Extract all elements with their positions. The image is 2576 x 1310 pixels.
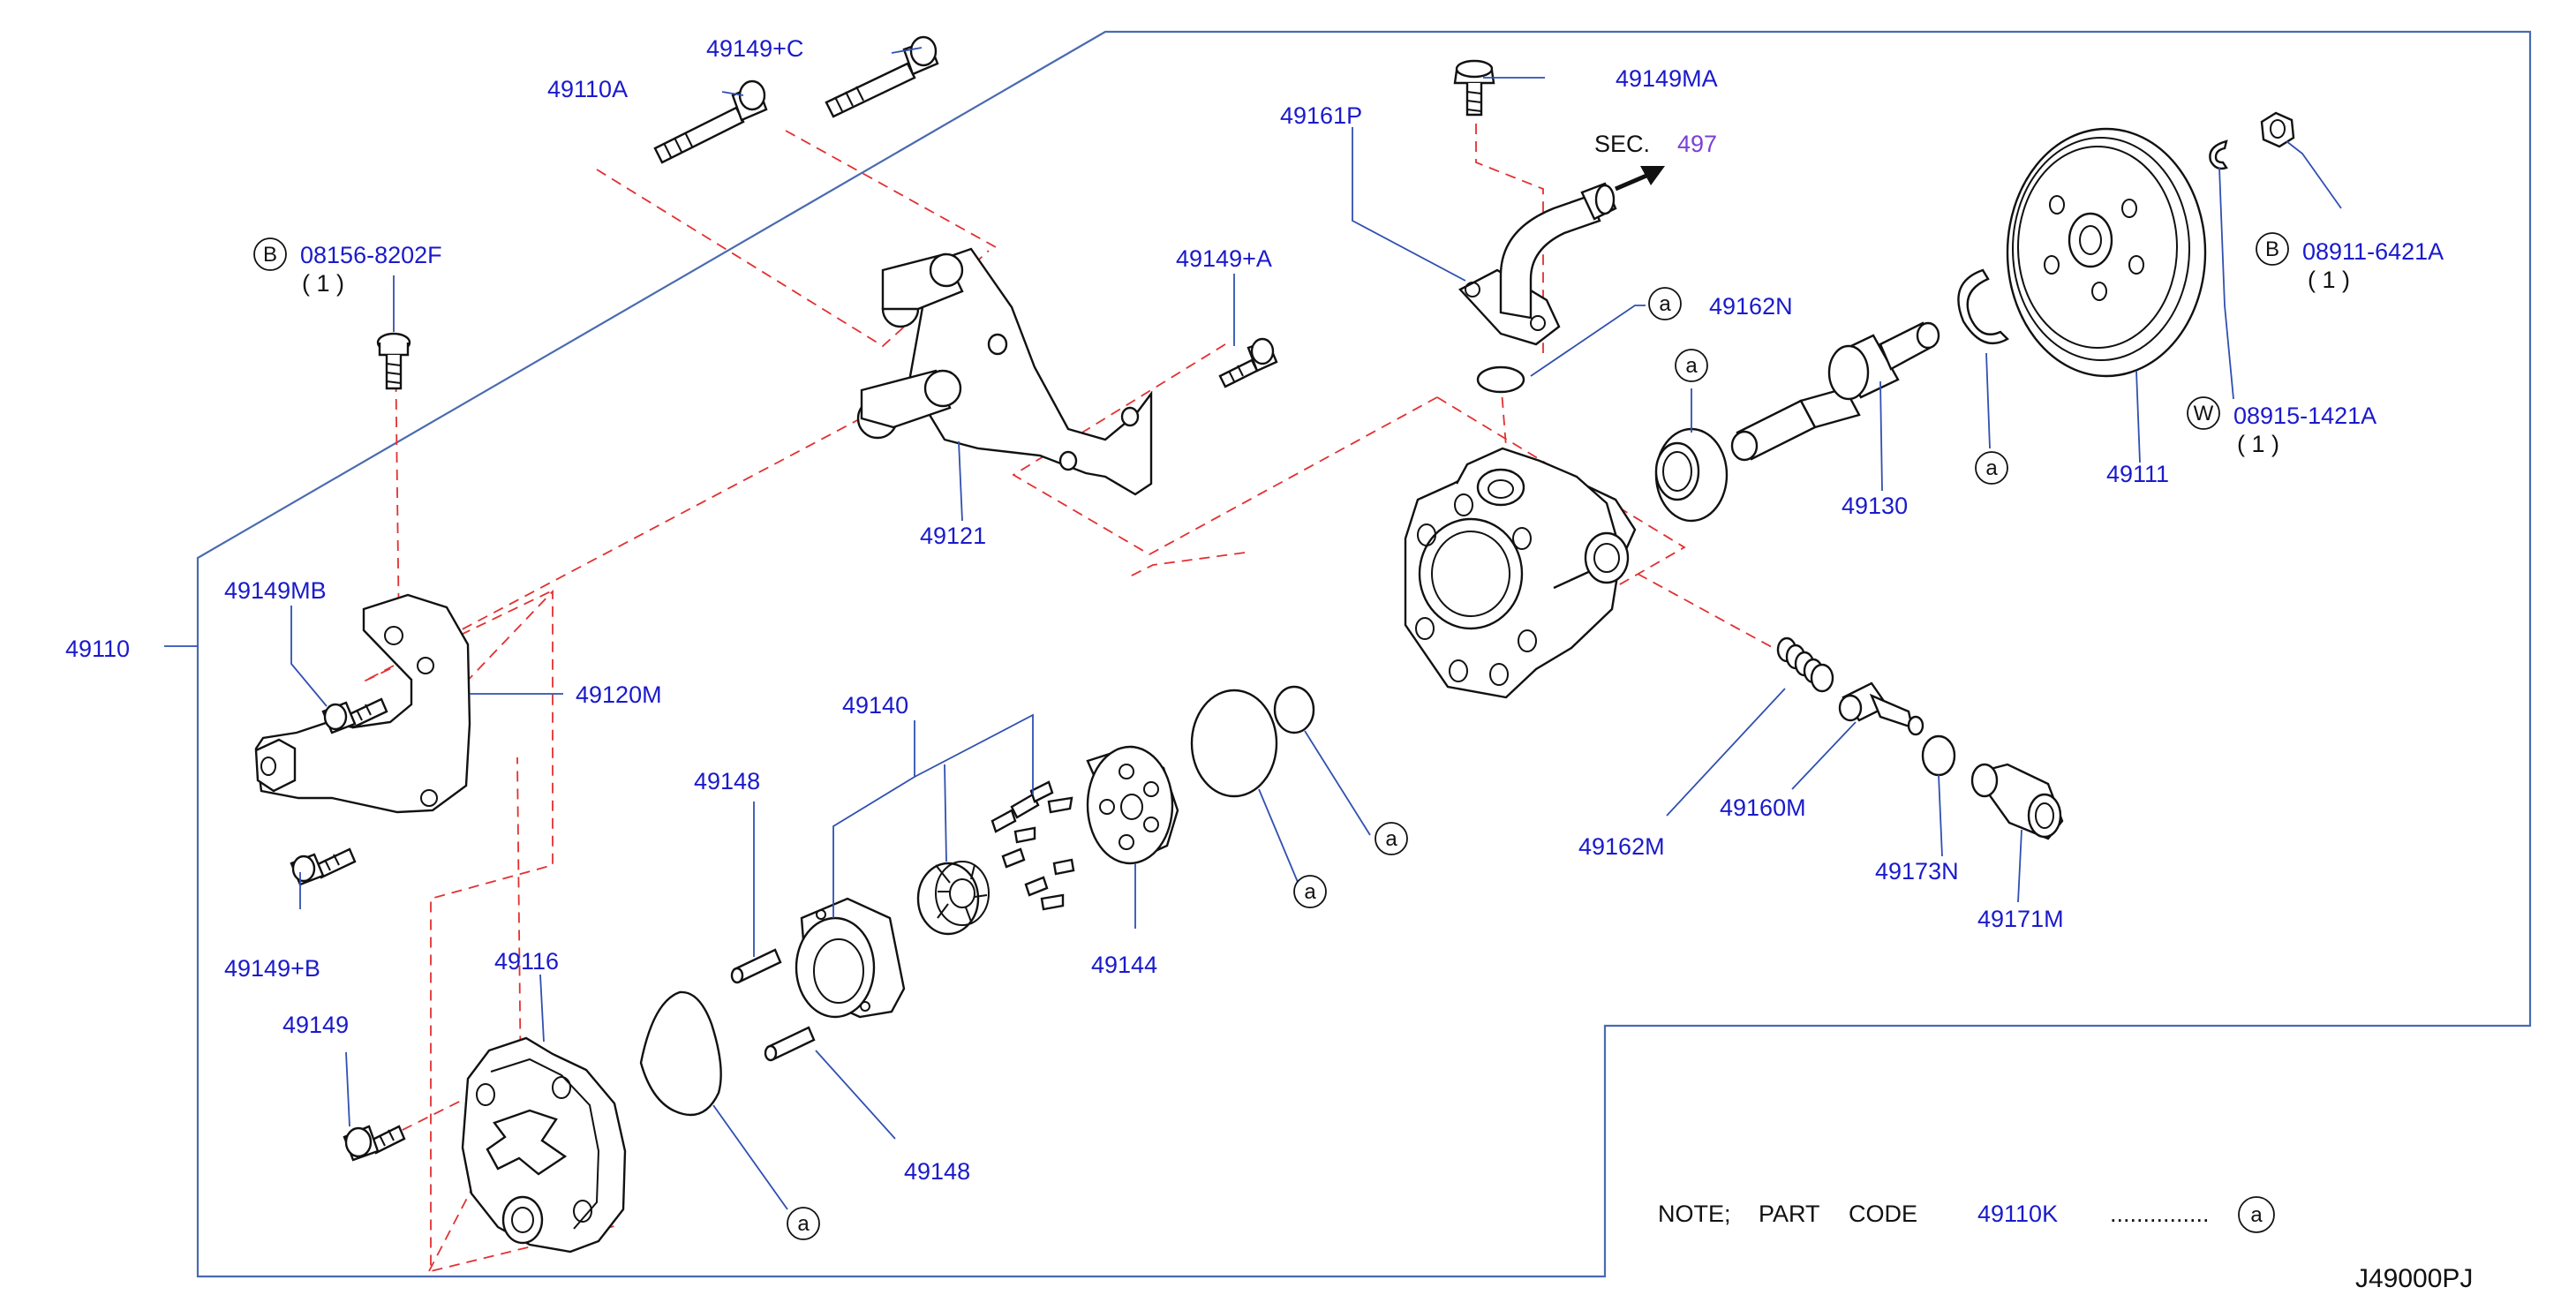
vanes-icon [990, 780, 1075, 911]
label-49121[interactable]: 49121 [920, 523, 986, 549]
leader-lines [164, 47, 2342, 1210]
washer-icon [2209, 139, 2228, 170]
note-prefix: NOTE; [1658, 1201, 1731, 1227]
svg-text:W: W [2194, 402, 2214, 425]
sec-number[interactable]: 497 [1677, 131, 1717, 157]
note-code[interactable]: 49110K [1977, 1201, 2058, 1227]
note-part-word: PART [1759, 1201, 1820, 1227]
label-49149mb[interactable]: 49149MB [224, 577, 327, 604]
pin-top-icon [730, 948, 782, 984]
note-code-word: CODE [1849, 1201, 1917, 1227]
label-49160m[interactable]: 49160M [1720, 794, 1806, 821]
note-dots: ............... [2110, 1201, 2210, 1227]
snap-ring-icon [1957, 268, 2009, 345]
bracket-49121-icon [856, 247, 1153, 496]
bolt-49149mb-icon [321, 697, 388, 734]
symbol-a-snap-ring: a [1975, 451, 2008, 485]
label-49171m[interactable]: 49171M [1977, 906, 2064, 932]
svg-text:a: a [1659, 292, 1671, 316]
symbol-b-08911: B [2256, 232, 2289, 266]
bracket-49120m-icon [254, 593, 471, 814]
note-symbol: a [2250, 1203, 2263, 1227]
symbol-w-08915: W [2187, 396, 2220, 430]
svg-text:a: a [797, 1212, 810, 1236]
svg-text:a: a [1304, 880, 1316, 904]
symbol-b-08156: B [253, 237, 287, 271]
label-49173n[interactable]: 49173N [1875, 858, 1959, 885]
assembly-boundary [196, 30, 2532, 1278]
label-49111[interactable]: 49111 [2106, 461, 2169, 487]
svg-text:B: B [2265, 237, 2279, 261]
bolt-49149b-icon [290, 847, 357, 886]
label-49149ma[interactable]: 49149MA [1616, 65, 1718, 92]
label-49149b[interactable]: 49149+B [224, 955, 320, 982]
bolt-08156-8202f-icon [376, 332, 411, 390]
front-plate-49144-icon [1086, 745, 1179, 865]
label-49120m[interactable]: 49120M [576, 681, 662, 708]
rear-cover-49116-icon [461, 1036, 627, 1254]
spring-49162m-icon [1776, 636, 1834, 693]
svg-text:a: a [1385, 827, 1397, 851]
svg-text:a: a [1985, 456, 1998, 480]
large-o-ring-icon [1190, 689, 1278, 798]
cam-ring-icon [795, 897, 906, 1019]
label-49140[interactable]: 49140 [842, 692, 908, 719]
bolt-49149c-icon [825, 35, 939, 118]
label-08915-1421a[interactable]: 08915-1421A [2233, 403, 2376, 429]
symbol-a-49162n: a [1648, 287, 1682, 320]
o-ring-49162n-icon [1476, 365, 1525, 394]
o-ring-49173n-icon [1921, 734, 1956, 777]
svg-text:B: B [263, 243, 277, 267]
oil-seal-icon [1654, 427, 1729, 523]
pulley-49111-icon [2006, 127, 2207, 378]
pin-bottom-icon [764, 1026, 816, 1062]
label-49144[interactable]: 49144 [1091, 952, 1157, 978]
connector-49171m-icon [1970, 763, 2064, 840]
diagram-code: J49000PJ [2355, 1264, 2473, 1293]
shaft-49130-icon [1730, 321, 1940, 462]
bolt-49149a-icon [1218, 337, 1278, 388]
rotor-icon [916, 861, 990, 936]
symbol-a-small-o-ring: a [1375, 822, 1408, 855]
label-49161p[interactable]: 49161P [1280, 102, 1362, 129]
qty-08915-1421a: ( 1 ) [2237, 431, 2279, 457]
label-49130[interactable]: 49130 [1842, 493, 1908, 519]
label-49162m[interactable]: 49162M [1578, 833, 1665, 860]
label-49149c[interactable]: 49149+C [706, 35, 803, 62]
svg-text:a: a [1685, 354, 1698, 378]
part-code-note: NOTE; PART CODE 49110K ............... a [1658, 1196, 2275, 1233]
symbol-a-gasket: a [787, 1207, 820, 1240]
label-08156-8202f[interactable]: 08156-8202F [300, 242, 442, 268]
small-o-ring-icon [1273, 685, 1315, 734]
pipe-fitting-49161p-icon [1458, 182, 1617, 346]
label-49116[interactable]: 49116 [494, 948, 559, 975]
valve-49160m-icon [1838, 681, 1924, 736]
label-49148-top[interactable]: 49148 [694, 768, 760, 794]
gasket-icon [639, 990, 722, 1117]
bolt-49149ma-icon [1453, 59, 1495, 117]
pump-body-icon [1404, 447, 1637, 699]
bolt-49110a-icon [653, 79, 768, 164]
symbol-a-seal: a [1675, 349, 1708, 382]
label-08911-6421a[interactable]: 08911-6421A [2302, 238, 2444, 265]
label-49110a[interactable]: 49110A [547, 76, 628, 102]
label-49110[interactable]: 49110 [65, 636, 130, 662]
sec-prefix: SEC. [1594, 131, 1650, 157]
bolt-49149-icon [343, 1125, 406, 1162]
label-49162n[interactable]: 49162N [1709, 293, 1793, 320]
label-49148-bottom[interactable]: 49148 [904, 1158, 970, 1185]
symbol-a-large-o-ring: a [1293, 875, 1327, 908]
sec-497-arrow-icon [1615, 166, 1665, 192]
nut-icon [2260, 111, 2295, 148]
label-49149a[interactable]: 49149+A [1176, 245, 1272, 272]
label-49149[interactable]: 49149 [282, 1012, 349, 1038]
qty-08911-6421a: ( 1 ) [2308, 267, 2350, 293]
qty-08156-8202f: ( 1 ) [302, 270, 344, 297]
